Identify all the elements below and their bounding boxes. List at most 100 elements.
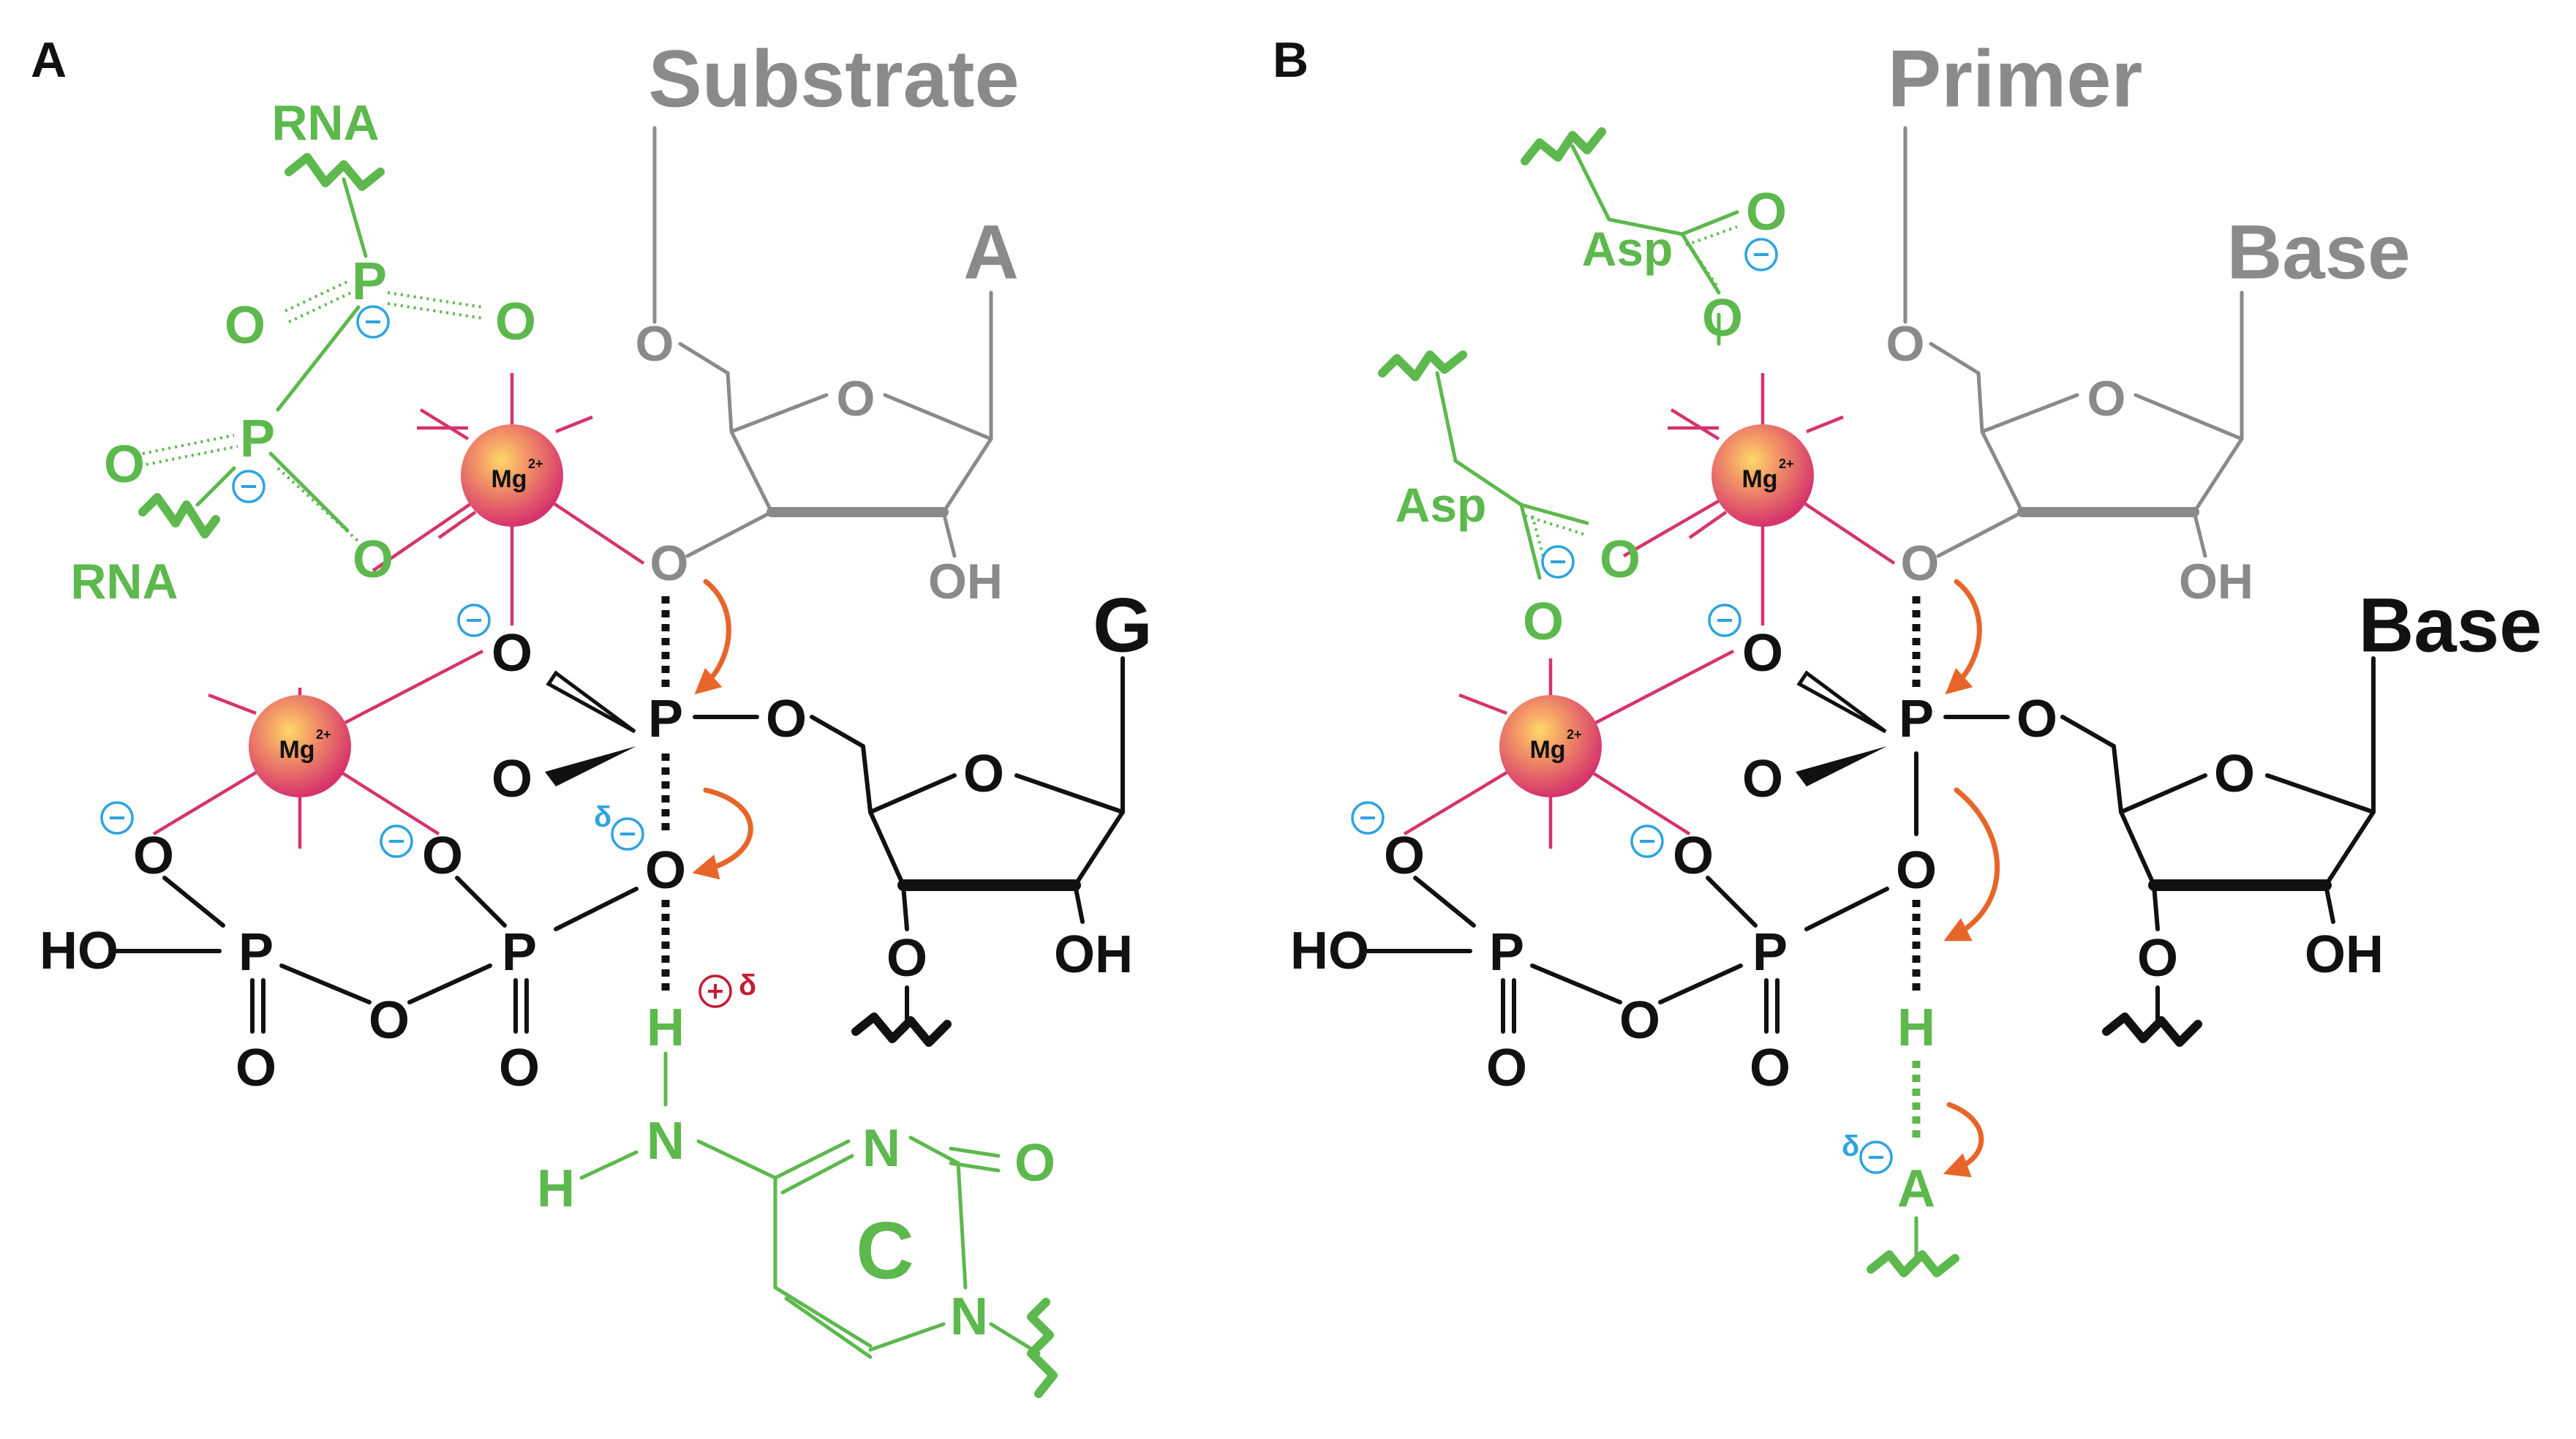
bottom-strand-squiggle xyxy=(851,1012,952,1047)
asp-top-squiggle xyxy=(1521,127,1606,165)
svg-text:Mg: Mg xyxy=(1741,465,1777,493)
b-top-sugar-o5: O xyxy=(1886,316,1925,372)
b-arrow-proton-transfer xyxy=(1943,1102,1984,1178)
pp-o2: O xyxy=(422,827,463,885)
cytosine-o2: O xyxy=(1014,1134,1055,1192)
asp-bottom-o-coordinating: O xyxy=(1523,593,1564,651)
asp-top-charge xyxy=(1744,238,1778,271)
panel-a-title: Substrate xyxy=(648,34,1019,124)
pp-p1: P xyxy=(238,923,274,982)
rna-bottom-label: RNA xyxy=(70,554,178,609)
b-pro-r-oxygen: O xyxy=(1742,750,1783,808)
svg-text:Mg: Mg xyxy=(1529,736,1565,764)
scissile-phosphate-bonds xyxy=(545,596,865,995)
cytosine-n4: N xyxy=(647,1112,685,1171)
panel-b: B Primer Base O O OH O xyxy=(1273,32,2542,1277)
b-bridging-o5: O xyxy=(2016,690,2057,748)
asp-top-o-coordinating: O xyxy=(1702,289,1743,347)
b-arrow-leaving-group xyxy=(1943,787,2000,942)
rna-p1-o-right: O xyxy=(495,293,536,351)
rna-bottom-squiggle xyxy=(138,493,220,538)
scissile-p: P xyxy=(648,690,683,748)
b-acceptor-label: A xyxy=(1897,1160,1935,1218)
pp-ho: HO xyxy=(39,922,118,980)
bottom-sugar-o3: O xyxy=(886,929,927,988)
b-bottom-sugar-bonds xyxy=(2112,656,2376,1026)
pyrophosphate-bonds xyxy=(115,876,529,1034)
rna-p2-o-bottom: O xyxy=(353,530,393,589)
asp-bottom-charge xyxy=(1541,545,1575,579)
b-bottom-sugar-ring-o: O xyxy=(2214,745,2255,803)
rna-p1-o-left: O xyxy=(225,296,265,355)
b-pp-o1-charge xyxy=(1351,801,1385,835)
cytosine-h: H xyxy=(537,1160,575,1218)
b-pp-p2: P xyxy=(1752,923,1788,982)
b-top-base-label: Base xyxy=(2226,210,2410,296)
cytosine-n1: N xyxy=(950,1288,988,1346)
asp-bonds xyxy=(1435,144,1739,580)
leaving-delta: δ xyxy=(594,801,611,833)
pro-s-charge xyxy=(457,604,491,637)
bottom-sugar-bonds xyxy=(861,656,1125,1026)
b-bottom-strand-squiggle xyxy=(2102,1012,2202,1047)
pro-s-oxygen: O xyxy=(492,624,532,683)
rna-p1: P xyxy=(352,252,387,311)
rna-p2: P xyxy=(240,410,275,468)
b-bottom-base-label: Base xyxy=(2358,583,2542,669)
rna-top-label: RNA xyxy=(271,95,379,151)
panel-a-letter: A xyxy=(31,32,67,88)
svg-text:2+: 2+ xyxy=(1567,727,1582,742)
rna-p1-charge xyxy=(356,305,390,339)
mg-ion-a2: 2+ Mg 2+ xyxy=(152,650,484,849)
b-scissile-p: P xyxy=(1899,690,1934,748)
svg-text:2+: 2+ xyxy=(316,727,331,742)
rna-top-squiggle xyxy=(285,153,385,191)
cytosine-label: C xyxy=(856,1206,914,1296)
top-sugar-oh: OH xyxy=(928,554,1003,609)
asp-top-o: O xyxy=(1746,183,1787,241)
b-bottom-sugar-o3: O xyxy=(2137,929,2178,988)
cytosine-charge xyxy=(698,974,732,1008)
bridging-o5: O xyxy=(766,690,807,748)
b-pp-o2-charge xyxy=(1630,824,1664,858)
b-pp-bridge-o: O xyxy=(1619,991,1660,1050)
b-pp-p2-o: O xyxy=(1750,1039,1790,1097)
b-acceptor-charge xyxy=(1859,1141,1893,1174)
mg-ion-a1: Mg 2+ xyxy=(372,373,645,625)
b-top-sugar-oh: OH xyxy=(2179,554,2253,609)
pro-r-oxygen: O xyxy=(492,750,532,808)
pp-o1: O xyxy=(133,827,174,885)
bottom-sugar-oh: OH xyxy=(1054,925,1133,984)
svg-text:Mg: Mg xyxy=(279,736,315,764)
mg-ion-b2: Mg 2+ xyxy=(1403,650,1735,849)
leaving-charge xyxy=(611,817,644,851)
b-pyrophosphate-bonds xyxy=(1366,876,1780,1034)
cytosine-h-bonding: H xyxy=(647,999,685,1057)
arrow-nucleophilic-attack xyxy=(694,579,731,695)
b-top-sugar-o3: O xyxy=(1901,536,1940,591)
svg-text:2+: 2+ xyxy=(528,457,543,471)
cytosine-n3: N xyxy=(862,1119,900,1178)
b-pp-ho: HO xyxy=(1290,922,1369,980)
pp-o1-charge xyxy=(100,801,134,835)
asp-top-label: Asp xyxy=(1582,222,1673,276)
asp-bottom-o: O xyxy=(1600,530,1641,589)
leaving-oxygen: O xyxy=(645,841,686,900)
rna-p2-o-left: O xyxy=(104,435,145,494)
pp-p1-o: O xyxy=(236,1039,276,1097)
top-sugar-o3: O xyxy=(650,536,689,591)
b-acceptor-squiggle xyxy=(1867,1250,1959,1277)
b-pro-s-oxygen: O xyxy=(1742,624,1783,683)
b-arrow-nucleophilic-attack xyxy=(1945,579,1982,695)
b-pro-s-charge xyxy=(1708,604,1741,637)
rna-phosphate-bonds xyxy=(142,177,483,543)
b-pp-o2: O xyxy=(1673,827,1714,885)
pp-bridge-o: O xyxy=(369,991,410,1050)
asp-bottom-label: Asp xyxy=(1396,478,1487,532)
b-leaving-oxygen: O xyxy=(1896,841,1937,900)
b-general-acid-h: H xyxy=(1897,999,1935,1057)
top-sugar-bonds xyxy=(652,126,993,558)
svg-text:Mg: Mg xyxy=(491,465,527,493)
b-pp-p1: P xyxy=(1489,923,1524,982)
